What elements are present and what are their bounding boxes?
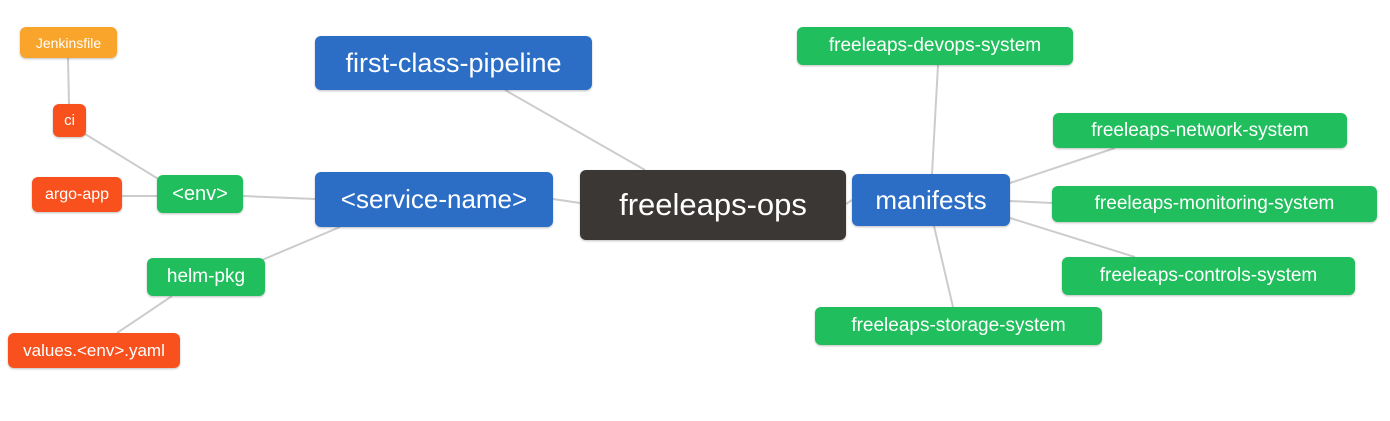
node-argo-app[interactable]: argo-app [32,177,122,212]
node-freeleaps-ops[interactable]: freeleaps-ops [580,170,846,240]
node-label: freeleaps-devops-system [828,35,1042,56]
node-freeleaps-monitoring-system[interactable]: freeleaps-monitoring-system [1052,186,1377,222]
node-service-name[interactable]: <service-name> [315,172,553,227]
edge-first-class-pipeline-to-freeleaps-ops [504,89,646,171]
node-label: freeleaps-monitoring-system [1094,193,1335,214]
edge-helm-pkg-to-values-env-yaml [116,295,173,334]
node-label: freeleaps-controls-system [1099,265,1318,286]
node-label: argo-app [44,185,110,203]
node-ci[interactable]: ci [53,104,86,137]
edge-manifests-to-freeleaps-network-system [1009,147,1116,184]
node-manifests[interactable]: manifests [852,174,1010,226]
edge-service-name-to-freeleaps-ops [552,198,581,204]
edge-service-name-to-helm-pkg [261,226,341,261]
node-label: freeleaps-storage-system [851,315,1066,336]
edge-freeleaps-devops-system-to-manifests [931,64,939,175]
node-label: first-class-pipeline [345,47,562,78]
node-freeleaps-devops-system[interactable]: freeleaps-devops-system [797,27,1073,65]
node-label: helm-pkg [166,266,246,287]
node-env[interactable]: <env> [157,175,243,213]
edge-manifests-to-freeleaps-storage-system [933,225,954,308]
node-label: ci [64,112,75,129]
edge-env-to-service-name [242,195,316,200]
node-freeleaps-network-system[interactable]: freeleaps-network-system [1053,113,1347,148]
node-first-class-pipeline[interactable]: first-class-pipeline [315,36,592,90]
edge-ci-to-env [84,133,161,181]
node-freeleaps-controls-system[interactable]: freeleaps-controls-system [1062,257,1355,295]
node-label: <env> [172,182,228,205]
node-label: <service-name> [340,184,528,214]
node-helm-pkg[interactable]: helm-pkg [147,258,265,296]
node-label: freeleaps-ops [619,187,807,222]
node-freeleaps-storage-system[interactable]: freeleaps-storage-system [815,307,1102,345]
edge-manifests-to-freeleaps-controls-system [1009,217,1136,258]
edge-manifests-to-freeleaps-monitoring-system [1009,200,1053,204]
node-label: freeleaps-network-system [1091,119,1309,141]
node-label: manifests [875,184,987,215]
edge-freeleaps-ops-to-manifests [845,199,853,205]
node-jenkinsfile[interactable]: Jenkinsfile [20,27,117,58]
edge-jenkinsfile-to-ci [67,57,70,105]
node-label: values.<env>.yaml [23,340,165,360]
node-values-env-yaml[interactable]: values.<env>.yaml [8,333,180,368]
node-label: Jenkinsfile [35,34,102,51]
